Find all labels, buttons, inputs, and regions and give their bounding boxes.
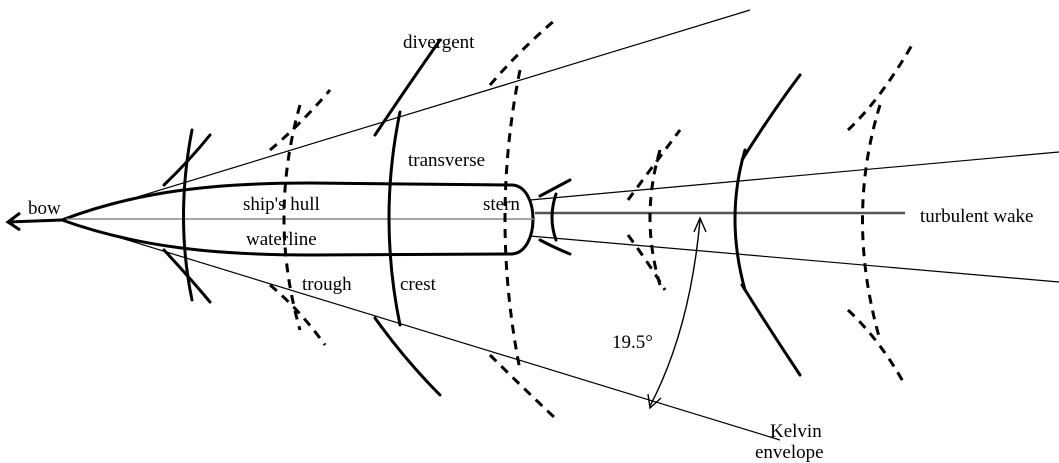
divergent-crest-stern-lower xyxy=(538,238,572,256)
waterline-label: waterline xyxy=(246,229,317,250)
crest-label: crest xyxy=(400,274,437,295)
kelvin-angle-arc xyxy=(647,216,707,410)
kelvin-envelope-lower-line xyxy=(61,219,781,441)
transverse-crest-3 xyxy=(733,148,747,292)
stern-envelope-upper-line xyxy=(529,151,1059,201)
divergent-crest-stern-upper xyxy=(538,178,572,198)
divergent-crest-2-upper xyxy=(373,38,442,137)
envelope-label: envelope xyxy=(755,442,824,463)
bow-arrow-icon xyxy=(5,211,63,232)
divergent-trough-1-lower xyxy=(269,283,327,346)
divergent-crest-2-lower xyxy=(373,316,442,397)
angle-label: 19.5° xyxy=(612,332,653,353)
divergent-trough-3-upper xyxy=(626,129,682,201)
kelvin-label: Kelvin xyxy=(770,421,822,442)
transverse-trough-4 xyxy=(861,104,882,341)
transverse-trough-3 xyxy=(648,149,662,286)
kelvin-envelope-upper-line xyxy=(61,9,751,221)
stern-envelope-lower-line xyxy=(529,235,1059,283)
transverse-crest-2 xyxy=(387,110,402,327)
divergent-trough-4-upper xyxy=(846,44,914,132)
transverse-crest-stern xyxy=(550,192,558,242)
divergent-label: divergent xyxy=(403,32,475,53)
stern-label: stern xyxy=(483,194,520,215)
transverse-trough-1 xyxy=(282,104,302,331)
trough-label: trough xyxy=(302,274,352,295)
bow-label: bow xyxy=(28,198,61,219)
divergent-crest-3-lower xyxy=(740,283,802,377)
ships-hull-label: ship's hull xyxy=(243,194,320,215)
transverse-crest-1 xyxy=(182,128,194,302)
transverse-trough-2 xyxy=(503,69,522,371)
divergent-crest-3-upper xyxy=(740,73,802,162)
transverse-label: transverse xyxy=(408,150,485,171)
turbulent-wake-label: turbulent wake xyxy=(920,206,1033,227)
divergent-trough-4-lower xyxy=(846,308,907,386)
divergent-trough-3-lower xyxy=(626,234,667,291)
divergent-trough-2-lower xyxy=(488,353,557,420)
divergent-trough-1-upper xyxy=(269,89,332,152)
divergent-trough-2-upper xyxy=(488,18,556,86)
